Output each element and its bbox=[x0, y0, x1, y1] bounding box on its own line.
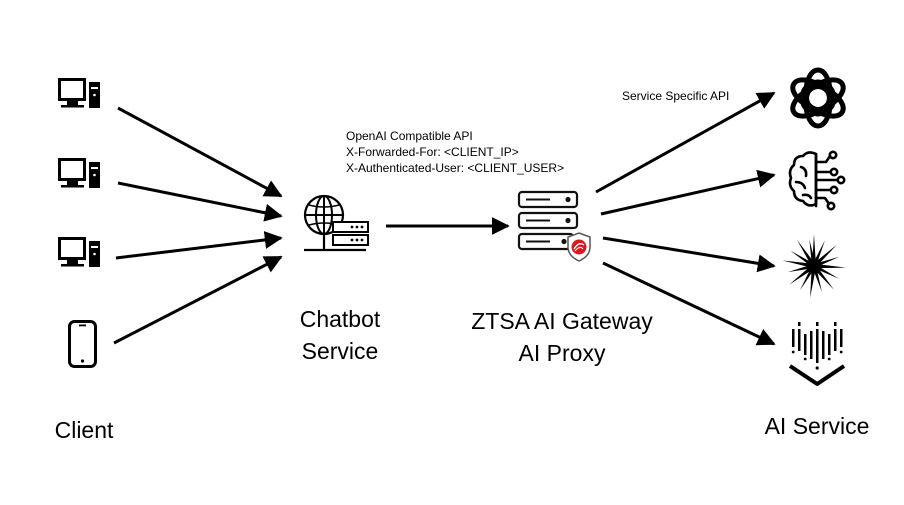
arrow-phone-to-chatbot bbox=[113, 255, 283, 345]
funnel-logo-icon bbox=[788, 322, 846, 386]
gateway-label: ZTSA AI Gateway AI Proxy bbox=[452, 305, 672, 369]
chatbot-service-label: Chatbot Service bbox=[280, 303, 400, 367]
secure-server-icon bbox=[514, 188, 594, 264]
arrow-gateway-to-starburst bbox=[602, 236, 776, 273]
service-specific-api-label: Service Specific API bbox=[622, 89, 730, 103]
arrow-desktop1-to-chatbot bbox=[117, 106, 283, 198]
security-badge-icon bbox=[571, 239, 587, 255]
arrow-desktop3-to-chatbot bbox=[115, 231, 283, 260]
ai-service-label: AI Service bbox=[764, 413, 870, 439]
desktop-computer-icon bbox=[58, 78, 100, 108]
web-server-globe-icon bbox=[300, 193, 370, 263]
ai-brain-circuit-icon bbox=[788, 150, 846, 211]
gateway-label-line2: AI Proxy bbox=[518, 340, 606, 366]
openai-logo-icon bbox=[790, 67, 846, 129]
arrow-desktop2-to-chatbot bbox=[117, 181, 283, 222]
request-annotation: OpenAI Compatible API X-Forwarded-For: <… bbox=[346, 128, 564, 176]
chatbot-label-line1: Chatbot bbox=[299, 306, 381, 332]
desktop-computer-icon bbox=[58, 237, 100, 267]
service-arrows bbox=[595, 91, 776, 346]
starburst-logo-icon bbox=[782, 234, 846, 298]
gateway-label-line1: ZTSA AI Gateway bbox=[471, 308, 653, 334]
arrow-gateway-to-brain bbox=[600, 169, 776, 216]
chatbot-label-line2: Service bbox=[301, 338, 379, 364]
smartphone-icon bbox=[68, 320, 97, 368]
desktop-computer-icon bbox=[58, 158, 100, 188]
annotation-authenticated-user: X-Authenticated-User: <CLIENT_USER> bbox=[346, 161, 565, 175]
arrow-gateway-to-openai bbox=[595, 91, 776, 194]
arrow-gateway-to-funnel bbox=[602, 261, 776, 346]
client-label: Client bbox=[54, 417, 114, 443]
annotation-api: OpenAI Compatible API bbox=[346, 129, 473, 143]
client-arrows bbox=[113, 106, 283, 345]
annotation-forwarded-for: X-Forwarded-For: <CLIENT_IP> bbox=[346, 145, 519, 159]
